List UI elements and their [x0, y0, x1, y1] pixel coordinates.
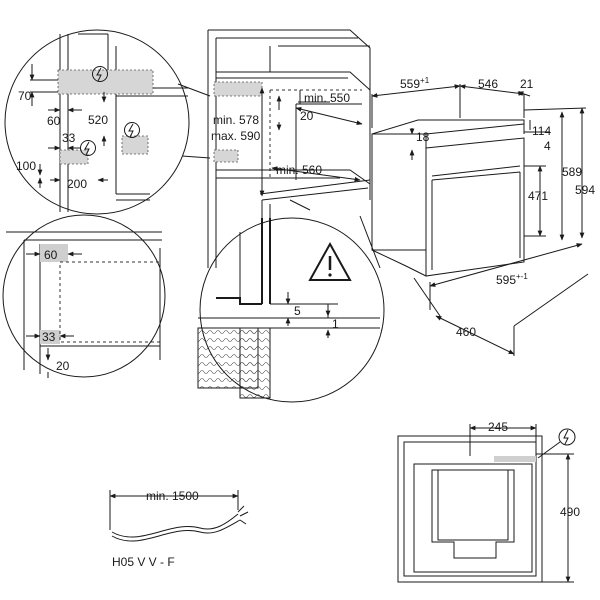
dim-33: 33: [62, 131, 76, 145]
dim-471: 471: [528, 189, 548, 203]
dim-min-578: min. 578: [213, 113, 259, 127]
detail-circle-top-left: 70 60 520 33 100 200: [4, 29, 211, 215]
oven-appliance: 559+1 546 21 18 114 4 471 589 594 595+-1…: [371, 76, 595, 356]
electric-power-icon: [124, 122, 140, 138]
dim-546: 546: [478, 77, 498, 91]
dim-min-560: min. 560: [276, 163, 322, 177]
dim-594: 594: [575, 183, 595, 197]
ventilation-opening-bottom: [59, 149, 89, 165]
dim-245: 245: [488, 420, 508, 434]
dim-4: 4: [544, 139, 551, 153]
dim-20-gap: 20: [56, 359, 70, 373]
dim-70: 70: [18, 89, 32, 103]
dim-60-gap: 60: [44, 248, 58, 262]
dim-100: 100: [16, 159, 36, 173]
dim-589: 589: [562, 165, 582, 179]
power-cable: min. 1500 H05 V V - F: [109, 489, 249, 569]
cabinet-niche: min. 550 20 min. 578 max. 590 min. 560: [207, 29, 371, 268]
dim-114: 114: [532, 124, 551, 138]
dim-5: 5: [294, 304, 301, 318]
dim-20: 20: [300, 109, 314, 123]
dim-33-gap: 33: [42, 330, 56, 344]
dim-1: 1: [332, 317, 339, 331]
dim-200: 200: [67, 177, 87, 191]
electric-power-icon: [92, 66, 108, 82]
oven-front-view: 245 490: [397, 420, 580, 583]
niche-vent-bottom: [213, 149, 239, 163]
vent-gap-60: [40, 244, 68, 262]
cable-min-length: min. 1500: [146, 489, 199, 503]
front-socket-area: [494, 456, 536, 462]
dim-60: 60: [47, 114, 61, 128]
dim-595: 595+-1: [496, 272, 528, 287]
dim-460: 460: [456, 325, 476, 339]
cable-type-label: H05 V V - F: [112, 555, 175, 569]
electric-power-icon: [558, 428, 576, 446]
dim-max-590: max. 590: [211, 129, 261, 143]
vent-gap-33: [40, 330, 60, 344]
detail-circle-middle-left: 60 33 20: [2, 214, 166, 378]
dim-520: 520: [88, 113, 108, 127]
warning-triangle-icon: [308, 241, 352, 281]
dim-21: 21: [520, 77, 534, 91]
dim-min-550: min. 550: [304, 91, 350, 105]
dim-559: 559+1: [400, 76, 430, 91]
dim-490: 490: [560, 505, 580, 519]
ventilation-opening-top: [57, 69, 154, 95]
electric-power-icon: [80, 140, 96, 156]
socket-box: [121, 135, 149, 155]
dim-18: 18: [416, 130, 430, 144]
detail-circle-warning: 5 1: [197, 199, 385, 403]
niche-vent-top: [213, 81, 263, 97]
